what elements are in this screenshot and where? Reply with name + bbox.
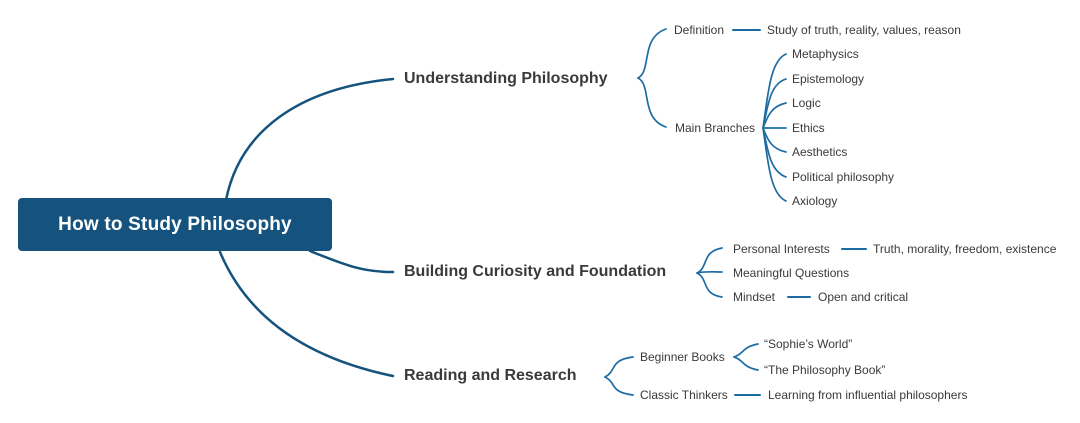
connector-root-to-understanding bbox=[224, 77, 395, 202]
subtopic-meaningful-questions[interactable]: Meaningful Questions bbox=[733, 266, 850, 280]
leaf-aesthetics[interactable]: Aesthetics bbox=[792, 145, 848, 159]
leaf-study-of-truth[interactable]: Study of truth, reality, values, reason bbox=[767, 23, 961, 37]
leaf-the-philosophy-book[interactable]: “The Philosophy Book” bbox=[764, 363, 886, 377]
brace-building-middle bbox=[696, 270, 723, 274]
brace-reading-lower bbox=[604, 376, 634, 396]
leaf-metaphysics[interactable]: Metaphysics bbox=[792, 47, 859, 61]
subtopic-beginner-books[interactable]: Beginner Books bbox=[640, 350, 725, 364]
fan-main-branches-metaphysics bbox=[762, 53, 787, 129]
leaf-epistemology[interactable]: Epistemology bbox=[792, 72, 865, 86]
brace-understanding-lower bbox=[637, 77, 667, 128]
connector-root-to-reading bbox=[218, 250, 395, 378]
connector-root-to-building bbox=[308, 249, 395, 274]
leaf-ethics[interactable]: Ethics bbox=[792, 121, 825, 135]
root-node-label: How to Study Philosophy bbox=[58, 213, 292, 235]
leaf-logic[interactable]: Logic bbox=[792, 96, 821, 110]
fan-main-branches-axiology bbox=[762, 127, 787, 202]
leaf-axiology[interactable]: Axiology bbox=[792, 194, 838, 208]
subtopic-personal-interests[interactable]: Personal Interests bbox=[733, 242, 830, 256]
subtopic-definition[interactable]: Definition bbox=[674, 23, 725, 37]
topic-understanding-philosophy[interactable]: Understanding Philosophy bbox=[404, 70, 608, 87]
brace-building-upper bbox=[696, 247, 723, 274]
topic-building-curiosity-and-foundation[interactable]: Building Curiosity and Foundation bbox=[404, 263, 667, 280]
subtopic-classic-thinkers[interactable]: Classic Thinkers bbox=[640, 388, 728, 402]
root-node[interactable]: How to Study Philosophy bbox=[18, 198, 332, 251]
brace-reading-upper bbox=[604, 356, 634, 378]
leaf-sophies-world[interactable]: “Sophie’s World” bbox=[764, 337, 853, 351]
leaf-truth-morality-freedom-existence[interactable]: Truth, morality, freedom, existence bbox=[873, 242, 1057, 256]
fork-beginner-books-upper bbox=[733, 343, 759, 358]
brace-building-lower bbox=[696, 272, 723, 298]
fan-main-branches-epistemology bbox=[762, 78, 787, 129]
leaf-learning-from-influential-philosophers[interactable]: Learning from influential philosophers bbox=[768, 388, 968, 402]
subtopic-main-branches[interactable]: Main Branches bbox=[675, 121, 756, 135]
brace-understanding-upper bbox=[637, 28, 667, 79]
leaf-political-philosophy[interactable]: Political philosophy bbox=[792, 170, 895, 184]
fork-beginner-books-lower bbox=[733, 356, 759, 371]
topic-reading-and-research[interactable]: Reading and Research bbox=[404, 367, 577, 384]
leaf-open-and-critical[interactable]: Open and critical bbox=[818, 290, 909, 304]
fan-main-branches-logic bbox=[762, 102, 787, 129]
subtopic-mindset[interactable]: Mindset bbox=[733, 290, 776, 304]
